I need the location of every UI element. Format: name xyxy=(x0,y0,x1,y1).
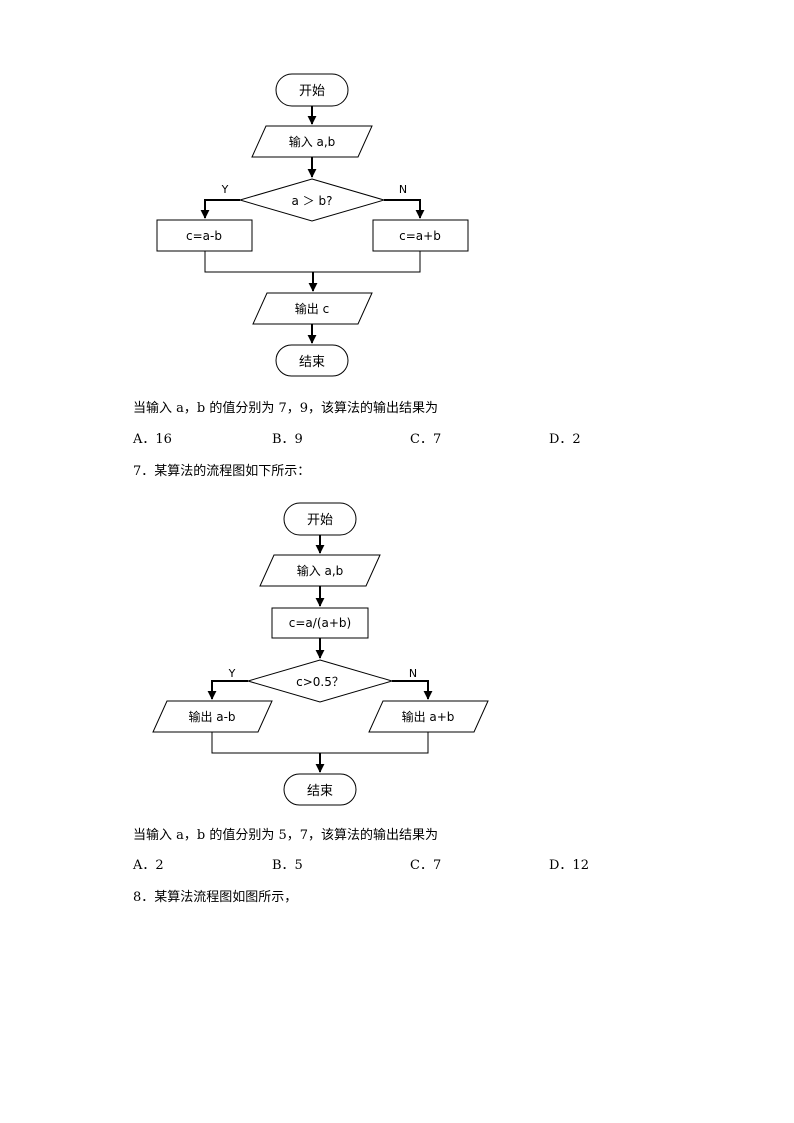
question-6-prompt: 当输入 a，b 的值分别为 7，9，该算法的输出结果为 xyxy=(133,401,439,416)
output-label: 输出 c xyxy=(295,301,329,316)
no-label: N xyxy=(399,183,407,196)
option-b[interactable]: B．9 xyxy=(272,432,303,447)
option-a[interactable]: A．2 xyxy=(133,858,164,873)
option-d[interactable]: D．12 xyxy=(549,858,589,873)
no-branch-line xyxy=(384,199,425,219)
output-right-label: 输出 a+b xyxy=(402,709,455,724)
no-branch-line xyxy=(392,680,433,700)
yes-branch-line xyxy=(207,680,248,700)
option-a[interactable]: A．16 xyxy=(133,432,172,447)
option-b[interactable]: B．5 xyxy=(272,858,303,873)
process-right-label: c=a+b xyxy=(399,229,441,243)
yes-label: Y xyxy=(228,667,236,680)
merge-line xyxy=(204,251,421,273)
output-parallelogram xyxy=(252,292,373,325)
question-7-prompt: 当输入 a，b 的值分别为 5，7，该算法的输出结果为 xyxy=(133,828,439,843)
process-left xyxy=(156,219,253,252)
question-8-title: 8．某算法流程图如图所示， xyxy=(133,890,298,905)
end-label: 结束 xyxy=(299,355,325,370)
process-right xyxy=(372,219,469,252)
start-label: 开始 xyxy=(307,513,333,528)
end-terminal xyxy=(275,344,349,377)
decision-label: a ＞ b? xyxy=(292,194,333,208)
option-d[interactable]: D．2 xyxy=(549,432,581,447)
process-left-label: c=a-b xyxy=(186,229,222,243)
no-label: N xyxy=(409,667,417,680)
decision-label: c>0.5？ xyxy=(296,675,344,689)
merge-line xyxy=(211,732,429,754)
option-c[interactable]: C．7 xyxy=(410,858,442,873)
flowchart-2: 开始 输入 a,b c=a/(a+b) c>0.5？ Y N 输出 a-b 输出… xyxy=(152,502,489,806)
process-box xyxy=(271,607,369,639)
yes-branch-line xyxy=(200,199,240,219)
yes-label: Y xyxy=(221,183,229,196)
input-label: 输入 a,b xyxy=(289,134,336,149)
end-terminal xyxy=(283,773,357,806)
output-left-parallelogram xyxy=(152,700,273,733)
output-left-label: 输出 a-b xyxy=(188,709,235,724)
option-c[interactable]: C．7 xyxy=(410,432,442,447)
input-parallelogram xyxy=(251,125,373,158)
question-7-title: 7．某算法的流程图如下所示： xyxy=(133,464,311,479)
output-right-parallelogram xyxy=(368,700,489,733)
flowchart-1: 开始 输入 a,b a ＞ b? Y N c=a-b c=a+b 输出 c 结束 xyxy=(156,73,469,377)
input-label: 输入 a,b xyxy=(297,563,344,578)
decision-diamond xyxy=(238,178,386,222)
decision-diamond xyxy=(246,659,394,703)
process-label: c=a/(a+b) xyxy=(289,616,351,630)
end-label: 结束 xyxy=(307,784,333,799)
input-parallelogram xyxy=(259,554,381,587)
start-label: 开始 xyxy=(299,84,325,99)
